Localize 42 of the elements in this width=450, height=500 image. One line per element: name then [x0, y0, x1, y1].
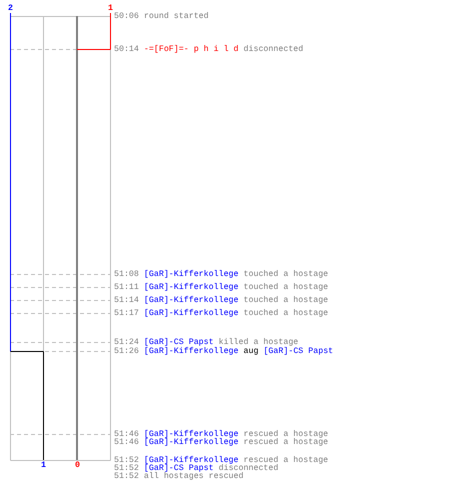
- event-text: round started: [144, 12, 209, 21]
- event-time: 51:46: [114, 438, 139, 447]
- player-name: [GaR]-CS Papst: [263, 347, 334, 356]
- player-name: [GaR]-CS Papst: [144, 464, 214, 473]
- player-name: [GaR]-Kifferkollege: [144, 438, 239, 447]
- event-time: 51:08: [114, 270, 139, 279]
- event-text: touched a hostage: [244, 309, 328, 318]
- event-text: rescued a hostage: [244, 438, 328, 447]
- axis-number: 1: [108, 4, 113, 13]
- event-text: rescued a hostage: [244, 456, 328, 465]
- player-name: [GaR]-Kifferkollege: [144, 456, 239, 465]
- event-time: 51:52: [114, 456, 139, 465]
- event-time: 51:17: [114, 309, 139, 318]
- event-time: 51:52: [114, 464, 139, 473]
- player-name: [GaR]-Kifferkollege: [144, 270, 239, 279]
- player-name: [GaR]-Kifferkollege: [144, 283, 239, 292]
- axis-number: 2: [8, 4, 13, 13]
- event-text: disconnected: [244, 45, 304, 54]
- event-text: disconnected: [218, 464, 278, 473]
- event-time: 51:24: [114, 338, 139, 347]
- player-name: [GaR]-CS Papst: [144, 338, 214, 347]
- player-name: [GaR]-Kifferkollege: [144, 309, 239, 318]
- event-time: 50:14: [114, 45, 139, 54]
- event-time: 51:26: [114, 347, 139, 356]
- event-text: killed a hostage: [218, 338, 298, 347]
- event-time: 51:14: [114, 296, 139, 305]
- axis-number: 0: [75, 461, 80, 470]
- player-name: -=[FoF]=- p h i l d: [144, 45, 239, 54]
- event-time: 50:06: [114, 12, 139, 21]
- event-time: 51:46: [114, 430, 139, 439]
- event-text: touched a hostage: [244, 283, 328, 292]
- player-name: [GaR]-Kifferkollege: [144, 347, 239, 356]
- event-text: aug: [244, 347, 258, 356]
- axis-number: 1: [41, 461, 46, 470]
- player-name: [GaR]-Kifferkollege: [144, 296, 239, 305]
- player-name: [GaR]-Kifferkollege: [144, 430, 239, 439]
- event-text: rescued a hostage: [244, 430, 328, 439]
- event-time: 51:11: [114, 283, 139, 292]
- event-text: touched a hostage: [244, 296, 328, 305]
- event-time: 51:52: [114, 472, 139, 481]
- event-text: touched a hostage: [244, 270, 328, 279]
- event-text: all hostages rescued: [144, 472, 244, 481]
